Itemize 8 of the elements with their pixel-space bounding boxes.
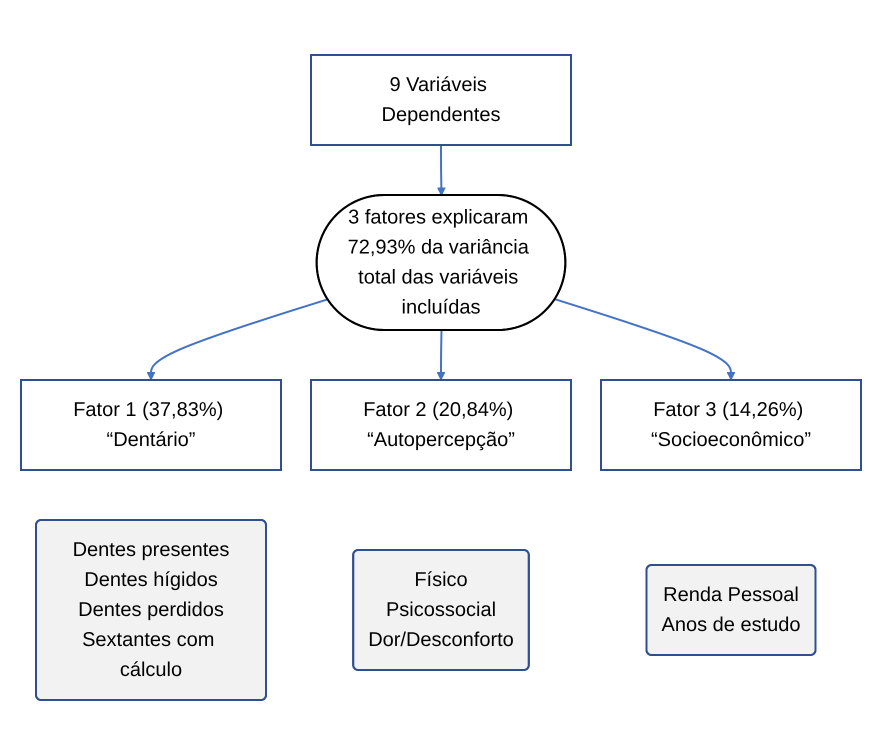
arrow: [436, 145, 446, 196]
node-box: 9 Variáveis Dependentes: [310, 54, 572, 146]
node-box: Fator 1 (37,83%) “Dentário”: [20, 379, 282, 471]
arrow: [554, 298, 735, 380]
arrow: [436, 330, 445, 380]
arrow: [146, 298, 328, 380]
node-box: Fator 2 (20,84%) “Autopercepção”: [310, 379, 572, 471]
node-box: Fator 3 (14,26%) “Socioeconômico”: [600, 379, 862, 471]
